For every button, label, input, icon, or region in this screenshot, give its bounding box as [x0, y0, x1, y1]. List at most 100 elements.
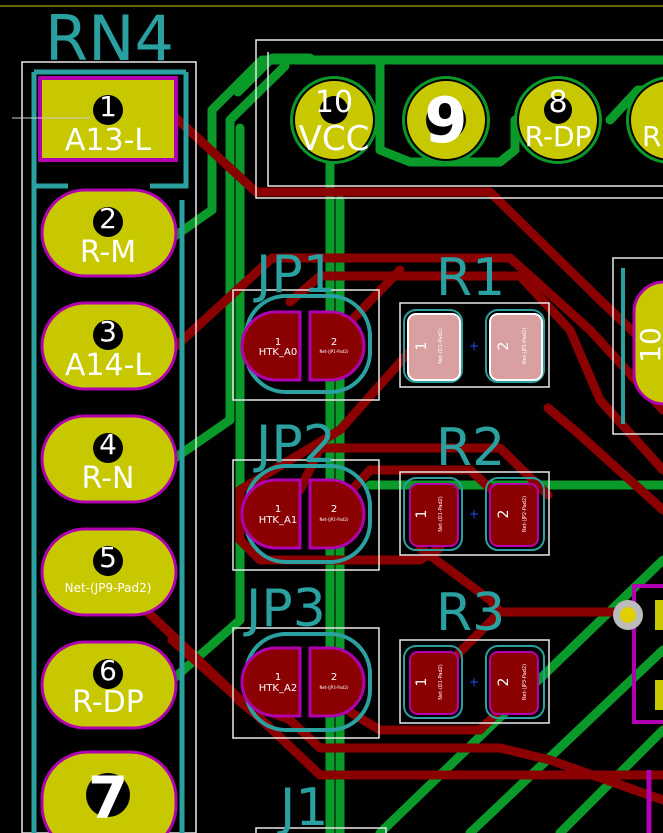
r2-silkscreen: [485, 477, 545, 551]
header-pin-7[interactable]: R: [626, 76, 663, 164]
header-courtyard: [255, 39, 663, 199]
r1-footprint[interactable]: R1 1 Net-(D1-Pad2) 2 Net-(JP1-Pad2) +: [399, 248, 550, 388]
front-trace: [415, 543, 633, 617]
jp3-pad-1-net: HTK_A2: [259, 683, 297, 694]
j1-footprint[interactable]: J1: [255, 778, 387, 833]
rn4-pad-1[interactable]: 1 A13-L: [12, 76, 178, 162]
drill-hole: [93, 95, 123, 125]
jp2-footprint[interactable]: JP2 1 HTK_A1 2 Net-(JP2-Pad2): [232, 415, 380, 571]
jp2-pad-2-num: 2: [331, 504, 337, 515]
rn4-pad-3-num: 3: [99, 315, 117, 348]
jp2-pad-2: [308, 478, 366, 550]
jp2-pad-1-num: 1: [275, 504, 281, 515]
rn4-pad-1-net: A13-L: [65, 123, 152, 158]
header-pin-10-net: VCC: [299, 119, 370, 159]
jp1-pad-2: [308, 310, 366, 382]
r2-pad-2-num: 2: [496, 510, 512, 519]
jp3-pad-1-num: 1: [275, 672, 281, 683]
r3-pad-1-net: Net-(D1-Pad2): [438, 664, 444, 700]
jp3-footprint[interactable]: JP3 1 HTK_A2 2 Net-(JP3-Pad2): [232, 579, 380, 739]
r1-pad-2: [489, 313, 543, 381]
jp3-courtyard: [232, 627, 380, 739]
header-pin-9-num: 9: [424, 84, 467, 157]
top-header-footprint[interactable]: [255, 39, 663, 199]
drill-hole: [86, 773, 130, 817]
r1-pad-1: [407, 313, 461, 381]
r3-pad-2: [489, 651, 539, 715]
jp2-pad-2-net: Net-(JP2-Pad2): [320, 517, 349, 522]
jp1-footprint[interactable]: JP1 1 HTK_A0 2 Net-(JP1-Pad2): [232, 245, 380, 401]
right-pin-num: 10: [634, 327, 663, 363]
rn4-pad-7-num: 7: [88, 764, 128, 832]
front-trace: [543, 403, 663, 515]
pad-shape: [655, 600, 663, 630]
rn4-pad-4[interactable]: 4 R-N: [40, 414, 178, 504]
rn4-pad-3-net: A14-L: [65, 348, 152, 383]
rn4-pad-1-num: 1: [99, 90, 117, 123]
r3-pad-1-num: 1: [414, 678, 430, 687]
r3-ref: R3: [436, 583, 505, 643]
rn4-pad-2[interactable]: 2 R-M: [40, 188, 178, 278]
header-pin-9[interactable]: 9: [402, 76, 490, 164]
pad-shape: [655, 680, 663, 710]
drill-hole: [544, 96, 572, 124]
jp1-courtyard: [232, 289, 380, 401]
drill-hole: [93, 207, 123, 237]
r2-pad-1: [409, 483, 459, 547]
rn4-pad-7[interactable]: 7: [40, 750, 178, 833]
header-pin-8[interactable]: 8 R-DP: [514, 76, 602, 164]
drill-hole: [426, 100, 466, 140]
right-part-footprint[interactable]: 10: [612, 257, 663, 435]
jp1-pad-2-net: Net-(JP1-Pad2): [320, 349, 349, 354]
back-trace: [167, 61, 290, 465]
jp1-pad-2-num: 2: [331, 337, 337, 348]
rn4-pad-3[interactable]: 3 A14-L: [40, 301, 178, 391]
pad-shape: [629, 79, 663, 161]
header-pin-10-num: 10: [315, 85, 353, 120]
r1-silkscreen: [485, 309, 545, 383]
r2-courtyard: [399, 471, 550, 556]
header-pin-8-net: R-DP: [525, 120, 592, 153]
r2-pad-1-net: Net-(D1-Pad2): [438, 496, 444, 532]
rn4-pad-4-net: R-N: [82, 461, 135, 496]
r2-anchor-icon: +: [469, 507, 479, 521]
rn4-ref: RN4: [45, 2, 174, 75]
r3-silkscreen: [403, 645, 463, 719]
pad-shape: [632, 280, 663, 406]
rn4-pad-6[interactable]: 6 R-DP: [40, 640, 178, 730]
drill-hole: [93, 320, 123, 350]
r1-pad-1-num: 1: [414, 342, 430, 351]
jp3-ref: JP3: [243, 579, 326, 639]
rn4-courtyard: [21, 61, 197, 833]
back-trace: [167, 55, 663, 243]
header-outline: [267, 52, 663, 187]
jp1-pad-1: [240, 310, 302, 382]
r3-anchor-icon: +: [469, 675, 479, 689]
r2-pad-2-net: Net-(JP2-Pad2): [522, 496, 528, 532]
r3-silkscreen: [485, 645, 545, 719]
rn4-pad-6-net: R-DP: [72, 685, 144, 720]
header-pin-8-num: 8: [548, 85, 567, 120]
r1-anchor-icon: +: [469, 339, 479, 353]
front-trace: [345, 707, 503, 735]
r3-footprint[interactable]: R3 1 Net-(D1-Pad2) 2 Net-(JP3-Pad2) +: [399, 583, 550, 724]
rn4-footprint[interactable]: RN4: [21, 2, 197, 833]
rn4-pad-6-num: 6: [99, 654, 117, 687]
jp3-pad-2-net: Net-(JP3-Pad2): [320, 685, 349, 690]
via-hole: [620, 607, 636, 623]
jp2-pad-1: [240, 478, 302, 550]
drill-hole: [93, 433, 123, 463]
r2-footprint[interactable]: R2 1 Net-(D1-Pad2) 2 Net-(JP2-Pad2) +: [399, 418, 550, 556]
rn4-pad-5-num: 5: [99, 541, 117, 574]
rn4-pad-2-net: R-M: [80, 235, 136, 270]
rn4-silkscreen: [31, 69, 189, 833]
r2-ref: R2: [436, 418, 505, 478]
r1-ref: R1: [436, 248, 505, 308]
r3-courtyard: [399, 639, 550, 724]
header-pin-10[interactable]: 10 VCC: [290, 76, 378, 164]
drill-hole: [93, 546, 123, 576]
rn4-pad-5[interactable]: 5 Net-(JP9-Pad2): [40, 527, 178, 617]
rn4-pad-2-num: 2: [99, 202, 117, 235]
jp3-pad-2-num: 2: [331, 672, 337, 683]
